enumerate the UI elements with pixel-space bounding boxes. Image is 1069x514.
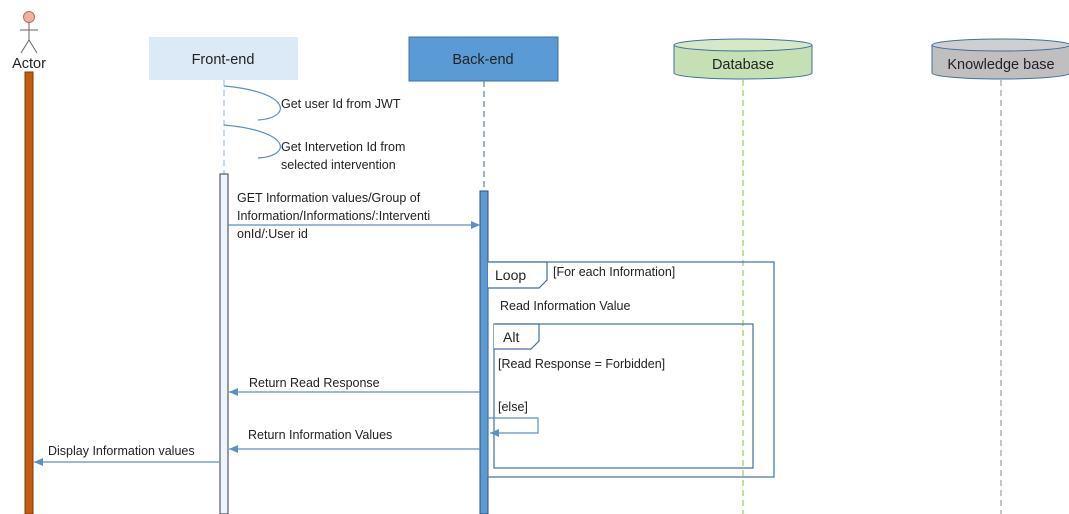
actor-participant: Actor bbox=[12, 11, 46, 514]
alt-guard-else: [else] bbox=[498, 400, 528, 414]
database-label: Database bbox=[712, 57, 774, 73]
alt-tag-pentagon bbox=[494, 323, 540, 350]
self-message-curve-user-id bbox=[223, 85, 281, 121]
frontend-header-box bbox=[149, 37, 298, 80]
knowledge-base-cylinder-icon bbox=[931, 38, 1069, 80]
actor-label: Actor bbox=[12, 56, 46, 72]
self-message-curve-intervention-id bbox=[223, 124, 281, 159]
loop-tag-pentagon bbox=[488, 261, 548, 289]
backend-activation-bar bbox=[479, 190, 489, 514]
self-message-else-arrow bbox=[488, 417, 539, 437]
loop-tag: Loop bbox=[495, 267, 526, 283]
backend-header-box bbox=[408, 36, 559, 82]
loop-guard: [For each Information] bbox=[553, 265, 675, 279]
message-display-info-values: Display Information values bbox=[48, 444, 195, 458]
loop-frame: Loop [For each Information] bbox=[487, 261, 775, 478]
database-cylinder-icon bbox=[673, 38, 813, 80]
frontend-participant: Front-end bbox=[149, 37, 298, 514]
knowledge-base-label: Knowledge base bbox=[947, 57, 1054, 73]
database-participant: Database bbox=[673, 38, 813, 514]
message-read-info-value: Read Information Value bbox=[500, 299, 630, 313]
message-return-read-response: Return Read Response bbox=[249, 376, 380, 390]
backend-label: Back-end bbox=[452, 52, 513, 68]
knowledge-base-participant: Knowledge base bbox=[931, 38, 1069, 514]
actor-stick-figure-icon bbox=[20, 11, 38, 54]
frontend-label: Front-end bbox=[192, 52, 255, 68]
message-get-info-line1: GET Information values/Group of bbox=[237, 191, 421, 205]
message-get-info-line3: onId/:User id bbox=[237, 227, 308, 241]
alt-guard-forbidden: [Read Response = Forbidden] bbox=[498, 357, 665, 371]
message-get-info-line2: Information/Informations/:Interventi bbox=[237, 209, 430, 223]
message-get-intervention-id-line1: Get Intervetion Id from bbox=[281, 140, 405, 154]
alt-frame: Alt [Read Response = Forbidden] [else] bbox=[488, 323, 754, 469]
actor-activation-bar bbox=[24, 71, 34, 514]
message-get-user-id: Get user Id from JWT bbox=[281, 97, 401, 111]
message-get-intervention-id-line2: selected intervention bbox=[281, 158, 396, 172]
message-return-info-values: Return Information Values bbox=[248, 428, 392, 442]
frontend-activation-bar bbox=[219, 173, 229, 514]
alt-tag: Alt bbox=[503, 329, 519, 345]
